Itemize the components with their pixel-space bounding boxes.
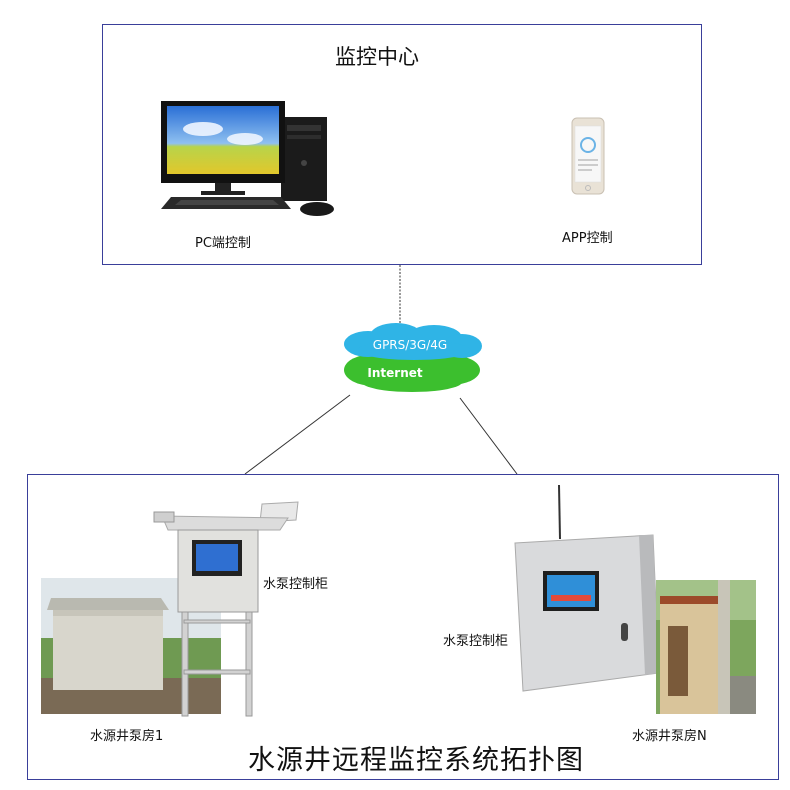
control-cabinet-icon xyxy=(153,501,299,717)
smartphone-icon xyxy=(571,117,605,195)
desktop-pc-icon xyxy=(161,101,334,216)
cloud-to-left-field-line xyxy=(244,394,351,475)
internet-cloud xyxy=(344,354,480,392)
cloud-to-right-field-line xyxy=(459,397,518,475)
pc-control-label: PC端控制 xyxy=(195,236,251,251)
control-cabinet-icon xyxy=(514,484,660,692)
pump-house-n-label: 水源井泵房N xyxy=(632,729,707,744)
field-box: 水泵控制柜 水源井泵房1 水泵控制柜 水源井泵房N 水源井远程监控系统拓扑图 xyxy=(27,474,779,780)
cabinet-label-left: 水泵控制柜 xyxy=(263,577,329,592)
gprs-cloud xyxy=(344,323,482,360)
monitoring-center-box: 监控中心 PC端控制 xyxy=(102,24,702,265)
pump-house-icon xyxy=(656,580,756,714)
network-line2: Internet xyxy=(367,366,422,380)
diagram-title: 水源井远程监控系统拓扑图 xyxy=(248,745,584,776)
pump-house-1-label: 水源井泵房1 xyxy=(90,729,164,744)
app-control-label: APP控制 xyxy=(562,231,613,246)
cabinet-label-right: 水泵控制柜 xyxy=(443,634,509,649)
network-line1: GPRS/3G/4G xyxy=(373,338,447,352)
cloud-icon: GPRS/3G/4G Internet xyxy=(344,323,482,392)
pump-house-icon xyxy=(41,578,221,714)
monitoring-center-title: 监控中心 xyxy=(335,45,419,69)
